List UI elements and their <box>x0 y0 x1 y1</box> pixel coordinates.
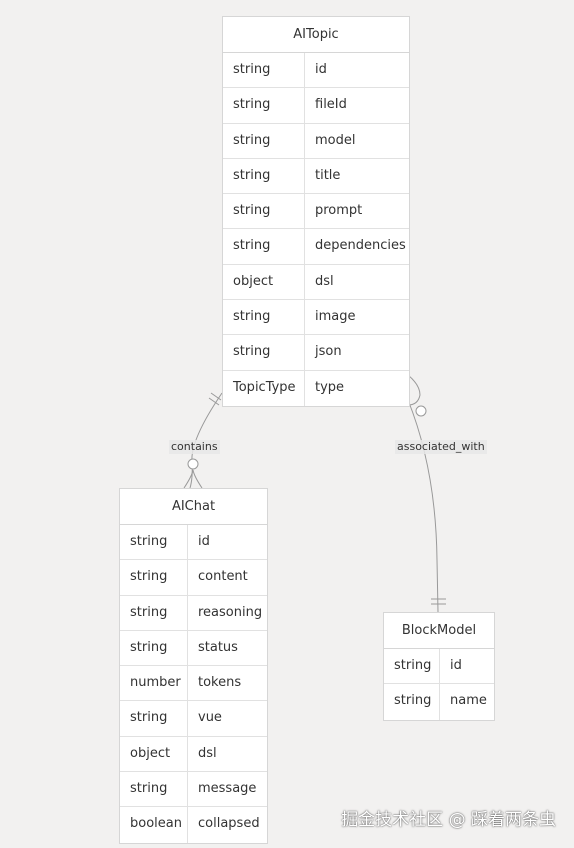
entity-title: AITopic <box>223 17 409 53</box>
entity-blockmodel[interactable]: BlockModel string id string name <box>383 612 495 721</box>
relationship-label-associated-with: associated_with <box>395 440 487 454</box>
attribute-row: string id <box>384 649 494 685</box>
contains-one-mark-2 <box>208 397 220 406</box>
attribute-name: reasoning <box>198 604 263 620</box>
watermark: 掘金技术社区 @ 踩着两条虫 <box>341 810 556 830</box>
attribute-type: string <box>120 525 188 560</box>
attribute-row: string content <box>120 560 267 596</box>
attribute-name: model <box>315 132 356 148</box>
associated-many-mark <box>407 374 421 406</box>
attribute-name: content <box>198 569 248 585</box>
attribute-name: prompt <box>315 203 363 219</box>
attribute-type: string <box>120 772 188 807</box>
attribute-row: string dependencies <box>223 229 409 265</box>
attribute-row: string status <box>120 630 267 667</box>
attribute-type: boolean <box>120 807 188 843</box>
attribute-type: string <box>223 229 305 264</box>
attribute-row: object dsl <box>223 264 409 301</box>
attribute-type: TopicType <box>223 370 305 406</box>
entity-title: BlockModel <box>384 613 494 649</box>
attribute-row: string id <box>223 53 409 89</box>
attribute-row: string title <box>223 158 409 195</box>
attribute-name: status <box>198 639 238 655</box>
attribute-type: number <box>120 666 188 701</box>
attribute-type: string <box>223 194 305 229</box>
attribute-name: vue <box>198 710 222 726</box>
attribute-row: string image <box>223 300 409 336</box>
attribute-row: string fileId <box>223 88 409 124</box>
attribute-list: string id string name <box>384 649 494 720</box>
attribute-name: fileId <box>315 97 347 113</box>
attribute-name: id <box>198 534 210 549</box>
relationship-label-contains: contains <box>169 440 220 454</box>
attribute-row: string prompt <box>223 194 409 230</box>
attribute-name: image <box>315 309 356 325</box>
attribute-row: string reasoning <box>120 595 267 631</box>
attribute-row: string name <box>384 684 494 720</box>
attribute-type: string <box>384 649 440 684</box>
attribute-name: type <box>315 379 345 395</box>
attribute-name: collapsed <box>198 816 260 832</box>
attribute-type: string <box>223 300 305 335</box>
attribute-name: id <box>315 62 327 77</box>
attribute-row: string vue <box>120 701 267 737</box>
attribute-name: name <box>450 693 487 709</box>
attribute-name: dsl <box>198 745 217 761</box>
attribute-list: string id string fileId string model string tit… <box>223 53 409 406</box>
attribute-row: string json <box>223 335 409 371</box>
entity-aichat[interactable]: AIChat string id string content string reason… <box>119 488 268 844</box>
contains-one-mark <box>210 392 222 401</box>
attribute-row: string message <box>120 772 267 808</box>
attribute-type: object <box>223 264 305 300</box>
attribute-row: TopicType type <box>223 370 409 406</box>
attribute-row: string id <box>120 525 267 561</box>
attribute-row: boolean collapsed <box>120 807 267 843</box>
attribute-type: string <box>223 123 305 158</box>
attribute-name: title <box>315 167 341 183</box>
contains-many-mark <box>183 469 203 489</box>
attribute-name: message <box>198 781 257 797</box>
attribute-type: string <box>120 630 188 666</box>
attribute-row: number tokens <box>120 666 267 702</box>
attribute-row: object dsl <box>120 736 267 773</box>
attribute-type: object <box>120 736 188 772</box>
attribute-name: json <box>315 344 342 360</box>
associated-zero-mark <box>415 405 427 417</box>
attribute-name: id <box>450 658 462 673</box>
attribute-type: string <box>223 53 305 88</box>
attribute-name: dsl <box>315 273 334 289</box>
attribute-type: string <box>120 701 188 736</box>
attribute-type: string <box>120 560 188 595</box>
associated-with-link <box>407 399 439 613</box>
attribute-type: string <box>120 595 188 630</box>
attribute-type: string <box>223 88 305 123</box>
attribute-name: dependencies <box>315 238 406 254</box>
attribute-type: string <box>223 158 305 194</box>
attribute-row: string model <box>223 123 409 159</box>
attribute-type: string <box>223 335 305 370</box>
contains-zero-mark <box>187 458 199 470</box>
entity-title: AIChat <box>120 489 267 525</box>
attribute-name: tokens <box>198 675 242 691</box>
attribute-type: string <box>384 684 440 720</box>
